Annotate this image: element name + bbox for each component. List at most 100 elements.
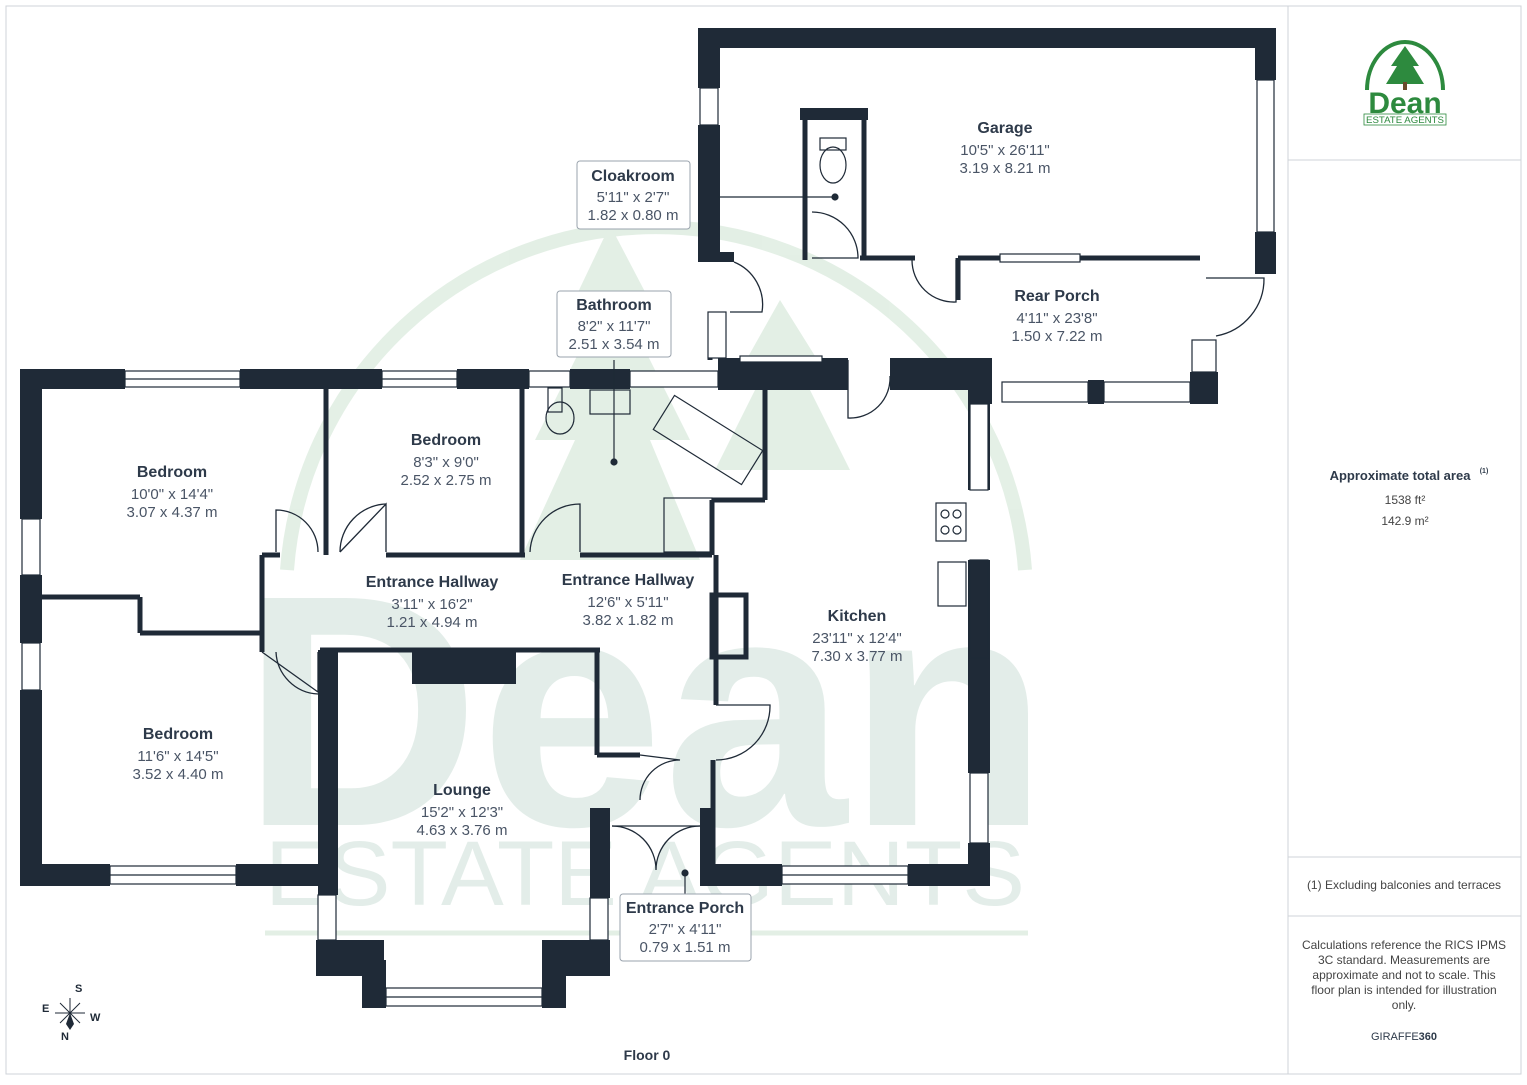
logo-trunk [1403,82,1407,90]
door-bathroom [529,503,581,553]
room-name: Bathroom [576,297,652,314]
room-name: Lounge [433,782,491,799]
area-sqft: 1538 ft² [1385,493,1426,507]
wall-north-b [240,369,382,389]
door-rear-porch-east [1206,277,1265,337]
room-imperial: 12'6" x 5'11" [587,594,668,611]
door-bed2-arc [339,503,387,553]
bath-tub [652,394,764,486]
room-imperial: 11'6" x 14'5" [137,748,218,765]
window-garage-rear [999,253,1081,263]
wall-bay-left-b [362,960,386,1008]
credit-b: 360 [1419,1031,1437,1043]
logo-sub-box [1363,113,1447,126]
room-metric: 2.51 x 3.54 m [569,336,660,353]
door-garage [730,261,764,313]
credit-a: GIRAFFE [1371,1031,1419,1043]
room-name: Cloakroom [591,168,675,185]
logo-sub: ESTATE AGENTS [1366,115,1444,125]
logo-tree-icon [1386,46,1424,84]
door-bed3 [261,651,319,694]
bath-basin [589,389,631,415]
fixtures [545,137,967,895]
room-name: Kitchen [828,608,887,625]
disclaimer-line: floor plan is intended for illustration [1311,983,1496,997]
room-metric: 7.30 x 3.77 m [812,648,903,665]
door-kitchen-rear [847,360,891,419]
room-metric: 4.63 x 3.76 m [417,822,508,839]
footnote: (1) Excluding balconies and terraces [1307,878,1501,892]
room-name: Entrance Hallway [562,572,695,589]
window-rear-porch-east [1191,339,1217,373]
wc-cloak-bowl [819,146,847,184]
room-imperial: 8'2" x 11'7" [578,318,651,335]
room-imperial: 5'11" x 2'7" [597,189,670,206]
room-bedroom-1-label: Bedroom 10'0" x 14'4" 3.07 x 4.37 m [127,464,218,521]
room-name: Entrance Hallway [366,574,499,591]
room-rear-porch-label: Rear Porch 4'11" x 23'8" 1.50 x 7.22 m [1012,288,1103,345]
room-imperial: 3'11" x 16'2" [391,596,472,613]
wall-garage-sw [698,252,734,262]
room-imperial: 10'0" x 14'4" [131,486,213,503]
disclaimer-line: Calculations reference the RICS IPMS [1302,938,1506,952]
wall-kitchen-east-c [968,658,990,773]
wall-south-a [20,864,110,886]
room-imperial: 23'11" x 12'4" [812,630,902,647]
room-bathroom-label: Bathroom 8'2" x 11'7" 2.51 x 3.54 m [569,297,660,353]
wall-garage-west-a [698,28,720,88]
wall-lounge-east-outer [590,808,610,898]
area-sqm: 142.9 m² [1381,514,1428,528]
window-rear-passage-b [739,355,823,363]
windows [21,79,1275,1007]
door-bed3-arc [275,651,319,695]
room-metric: 3.19 x 8.21 m [960,160,1051,177]
room-bedroom-2-label: Bedroom 8'3" x 9'0" 2.52 x 2.75 m [401,432,492,489]
disclaimer: Calculations reference the RICS IPMS 3C … [1302,938,1506,1012]
wall-rear-porch-se [1190,372,1218,404]
room-imperial: 10'5" x 26'11" [960,142,1050,159]
door-hall-porch [639,754,681,801]
window-rear-porch-b [1103,381,1191,403]
window-bay-right-side [589,897,609,941]
area-title: Approximate total area [1330,468,1472,483]
doors [261,211,1265,871]
wc-bath-bowl [545,401,575,435]
wall-lounge-west [318,650,338,895]
wall-kitchen-south-a [700,864,782,886]
wall-west-c [20,690,42,886]
room-metric: 3.82 x 1.82 m [583,612,674,629]
wall-garage-east-b [1255,232,1276,274]
watermark-word: Dean [242,526,1049,895]
door-bed1 [275,509,319,553]
wall-north-e [718,358,848,390]
wall-chimney [412,650,516,684]
window-rear-porch-a [1001,381,1089,403]
room-imperial: 4'11" x 23'8" [1016,310,1097,327]
compass-s: S [75,983,82,995]
callout-porch-box [619,893,752,962]
compass-needle [66,1013,74,1030]
room-entrance-porch-label: Entrance Porch 2'7" x 4'11" 0.79 x 1.51 … [626,900,744,956]
wc-bath-cistern [547,387,563,413]
disclaimer-line: approximate and not to scale. This [1312,968,1495,982]
room-metric: 1.21 x 4.94 m [387,614,478,631]
window-bath-north-b [629,370,719,388]
room-imperial: 15'2" x 12'3" [421,804,503,821]
room-name: Rear Porch [1014,288,1099,305]
compass-n: N [61,1031,69,1043]
garage-door [1256,79,1275,233]
room-metric: 2.52 x 2.75 m [401,472,492,489]
hob-ring-2 [952,509,962,519]
room-lounge-label: Lounge 15'2" x 12'3" 4.63 x 3.76 m [417,782,508,839]
room-name: Bedroom [411,432,481,449]
room-name: Bedroom [143,726,213,743]
dean-logo: Dean ESTATE AGENTS [1363,40,1447,126]
wall-garage-east-a [1255,28,1276,80]
room-cloakroom-label: Cloakroom 5'11" x 2'7" 1.82 x 0.80 m [588,168,679,224]
room-garage-label: Garage 10'5" x 26'11" 3.19 x 8.21 m [960,120,1051,177]
window-bath-north-a [528,370,571,388]
watermark-tree-left [520,225,700,560]
logo-arc [1365,40,1445,91]
